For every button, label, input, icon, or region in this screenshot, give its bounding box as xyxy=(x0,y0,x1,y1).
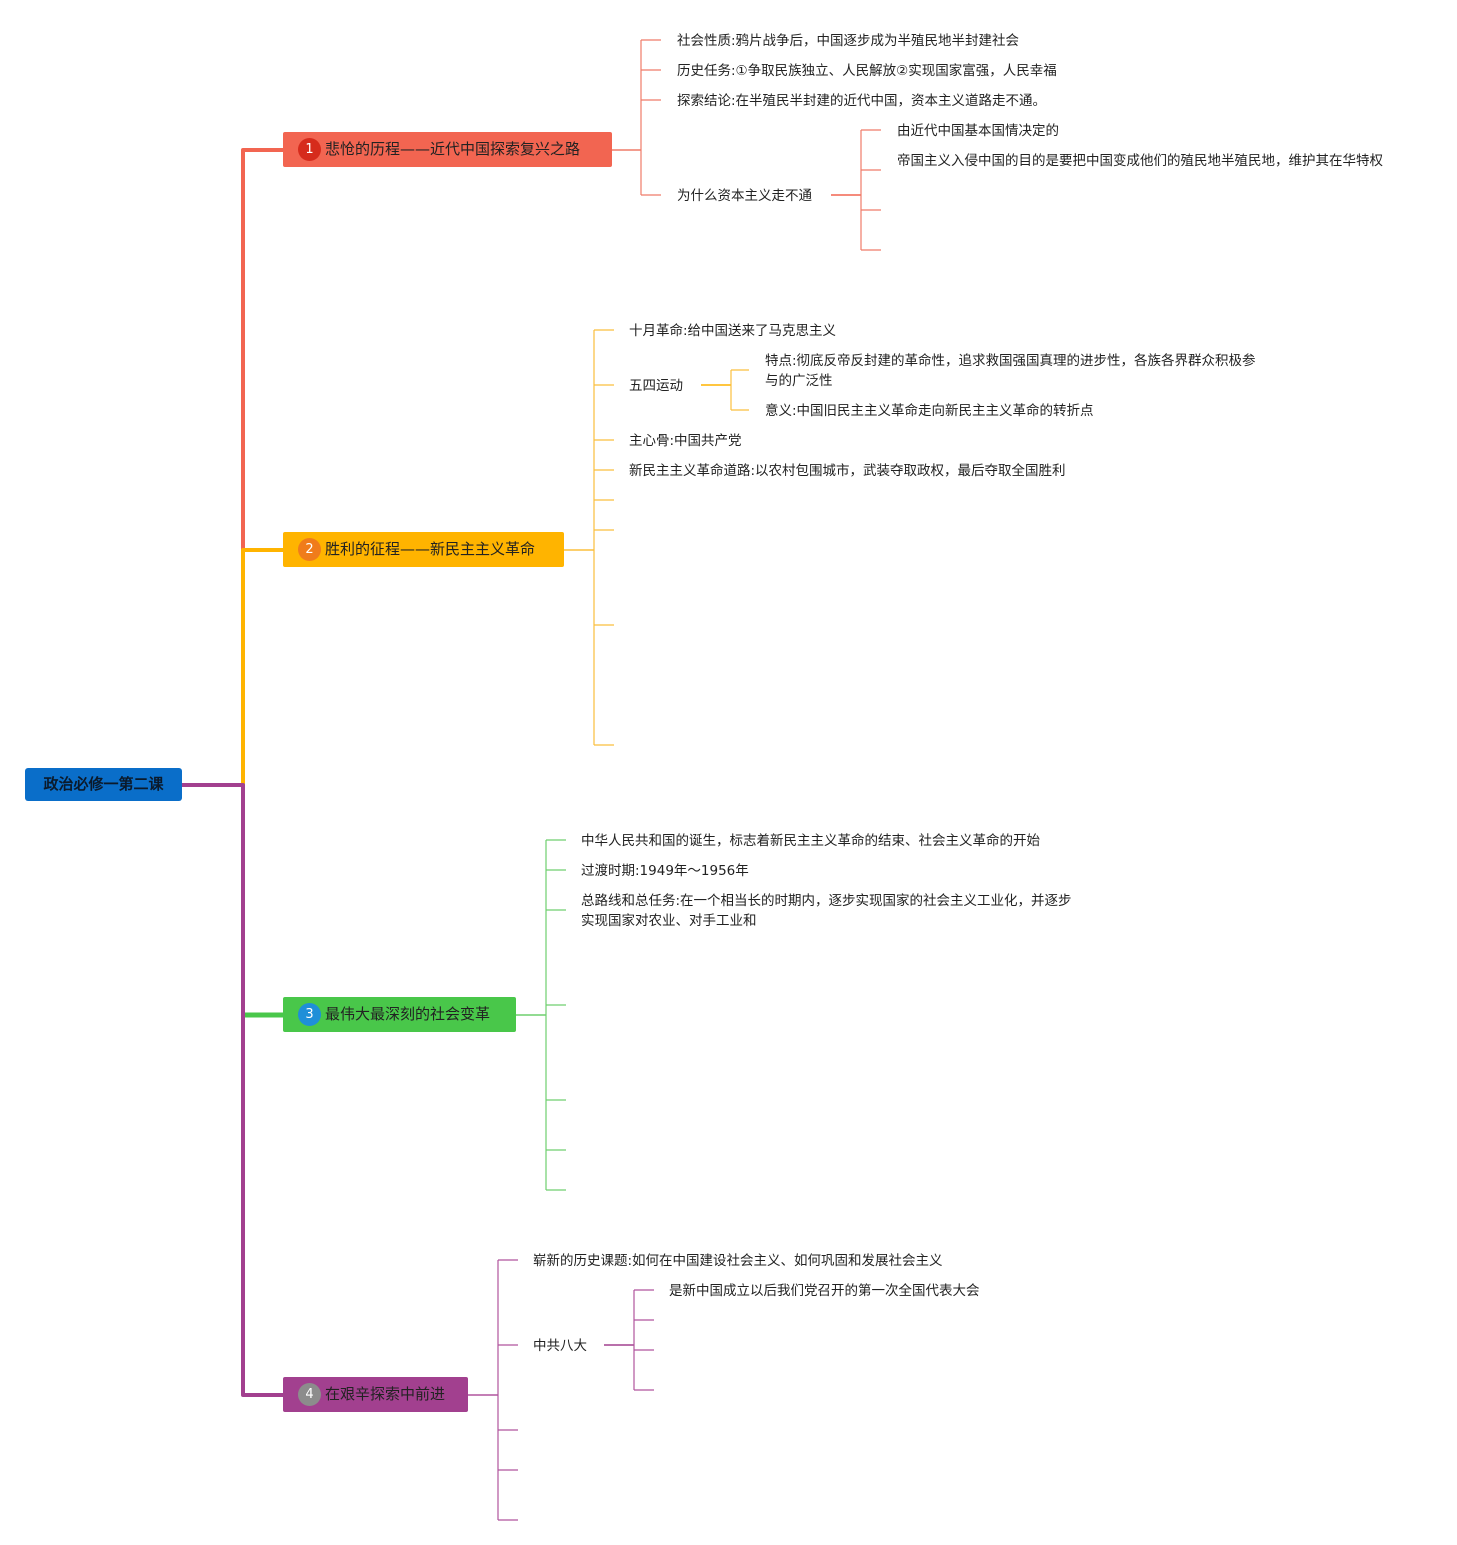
branch-4-node[interactable]: 4 在艰辛探索中前进 xyxy=(283,1377,468,1412)
b3-prc-founding[interactable]: 中华人民共和国的诞生，标志着新民主主义革命的结束、社会主义革命的开始 xyxy=(581,833,1040,849)
b2-revolution-path[interactable]: 新民主主义革命道路:以农村包围城市，武装夺取政权，最后夺取全国胜利 xyxy=(629,463,1066,479)
b4-eighth-congress[interactable]: 中共八大 xyxy=(533,1338,587,1354)
b1-reason-national-conditions[interactable]: 由近代中国基本国情决定的 xyxy=(897,123,1059,139)
b1-conclusion[interactable]: 探索结论:在半殖民半封建的近代中国，资本主义道路走不通。 xyxy=(677,93,1047,109)
branch-4-label: 在艰辛探索中前进 xyxy=(325,1385,446,1403)
branch-2-label: 胜利的征程——新民主主义革命 xyxy=(325,540,536,558)
b1-reason-imperialism[interactable]: 帝国主义入侵中国的目的是要把中国变成他们的殖民地半殖民地，维护其在华特权 xyxy=(897,153,1383,169)
branch-3-label: 最伟大最深刻的社会变革 xyxy=(325,1005,491,1023)
b2-backbone[interactable]: 主心骨:中国共产党 xyxy=(629,433,742,449)
b3-general-line[interactable]: 总路线和总任务:在一个相当长的时期内，逐步实现国家的社会主义工业化，并逐步实现国… xyxy=(581,893,1072,929)
b2-may-fourth[interactable]: 五四运动 xyxy=(629,378,683,394)
number-2-icon: 2 xyxy=(298,538,321,561)
trunk-lines xyxy=(182,148,283,1397)
trunk-to-branch-1 xyxy=(182,148,283,787)
branch-2-node[interactable]: 2 胜利的征程——新民主主义革命 xyxy=(283,532,564,567)
sub-branch-lines xyxy=(468,39,881,1521)
trunk-to-branch-4 xyxy=(241,785,283,1397)
b2-may-fourth-features[interactable]: 特点:彻底反帝反封建的革命性，追求救国强国真理的进步性，各族各界群众积极参与的广… xyxy=(765,353,1256,389)
trunk-to-branch-2 xyxy=(241,548,283,785)
trunk-to-branch-3-base xyxy=(182,783,283,1017)
number-3-icon: 3 xyxy=(298,1003,321,1026)
branch-3-node[interactable]: 3 最伟大最深刻的社会变革 xyxy=(283,997,516,1032)
branch-1-label: 悲怆的历程——近代中国探索复兴之路 xyxy=(325,140,581,158)
branch-1-node[interactable]: 1 悲怆的历程——近代中国探索复兴之路 xyxy=(283,132,612,167)
b3-transition-period[interactable]: 过渡时期:1949年～1956年 xyxy=(581,863,749,879)
number-4-icon: 4 xyxy=(298,1383,321,1406)
b1-historic-task[interactable]: 历史任务:①争取民族独立、人民解放②实现国家富强，人民幸福 xyxy=(677,63,1057,79)
b1-social-nature[interactable]: 社会性质:鸦片战争后，中国逐步成为半殖民地半封建社会 xyxy=(677,33,1020,49)
b4-eighth-congress-detail[interactable]: 是新中国成立以后我们党召开的第一次全国代表大会 xyxy=(669,1283,980,1299)
b4-new-historic-topic[interactable]: 崭新的历史课题:如何在中国建设社会主义、如何巩固和发展社会主义 xyxy=(533,1253,943,1269)
root-node[interactable]: 政治必修一第二课 xyxy=(25,768,182,801)
b1-why-capitalism-fails[interactable]: 为什么资本主义走不通 xyxy=(677,188,812,204)
number-1-icon: 1 xyxy=(298,138,321,161)
b2-october-revolution[interactable]: 十月革命:给中国送来了马克思主义 xyxy=(629,323,837,339)
b2-may-fourth-significance[interactable]: 意义:中国旧民主主义革命走向新民主主义革命的转折点 xyxy=(765,403,1094,419)
